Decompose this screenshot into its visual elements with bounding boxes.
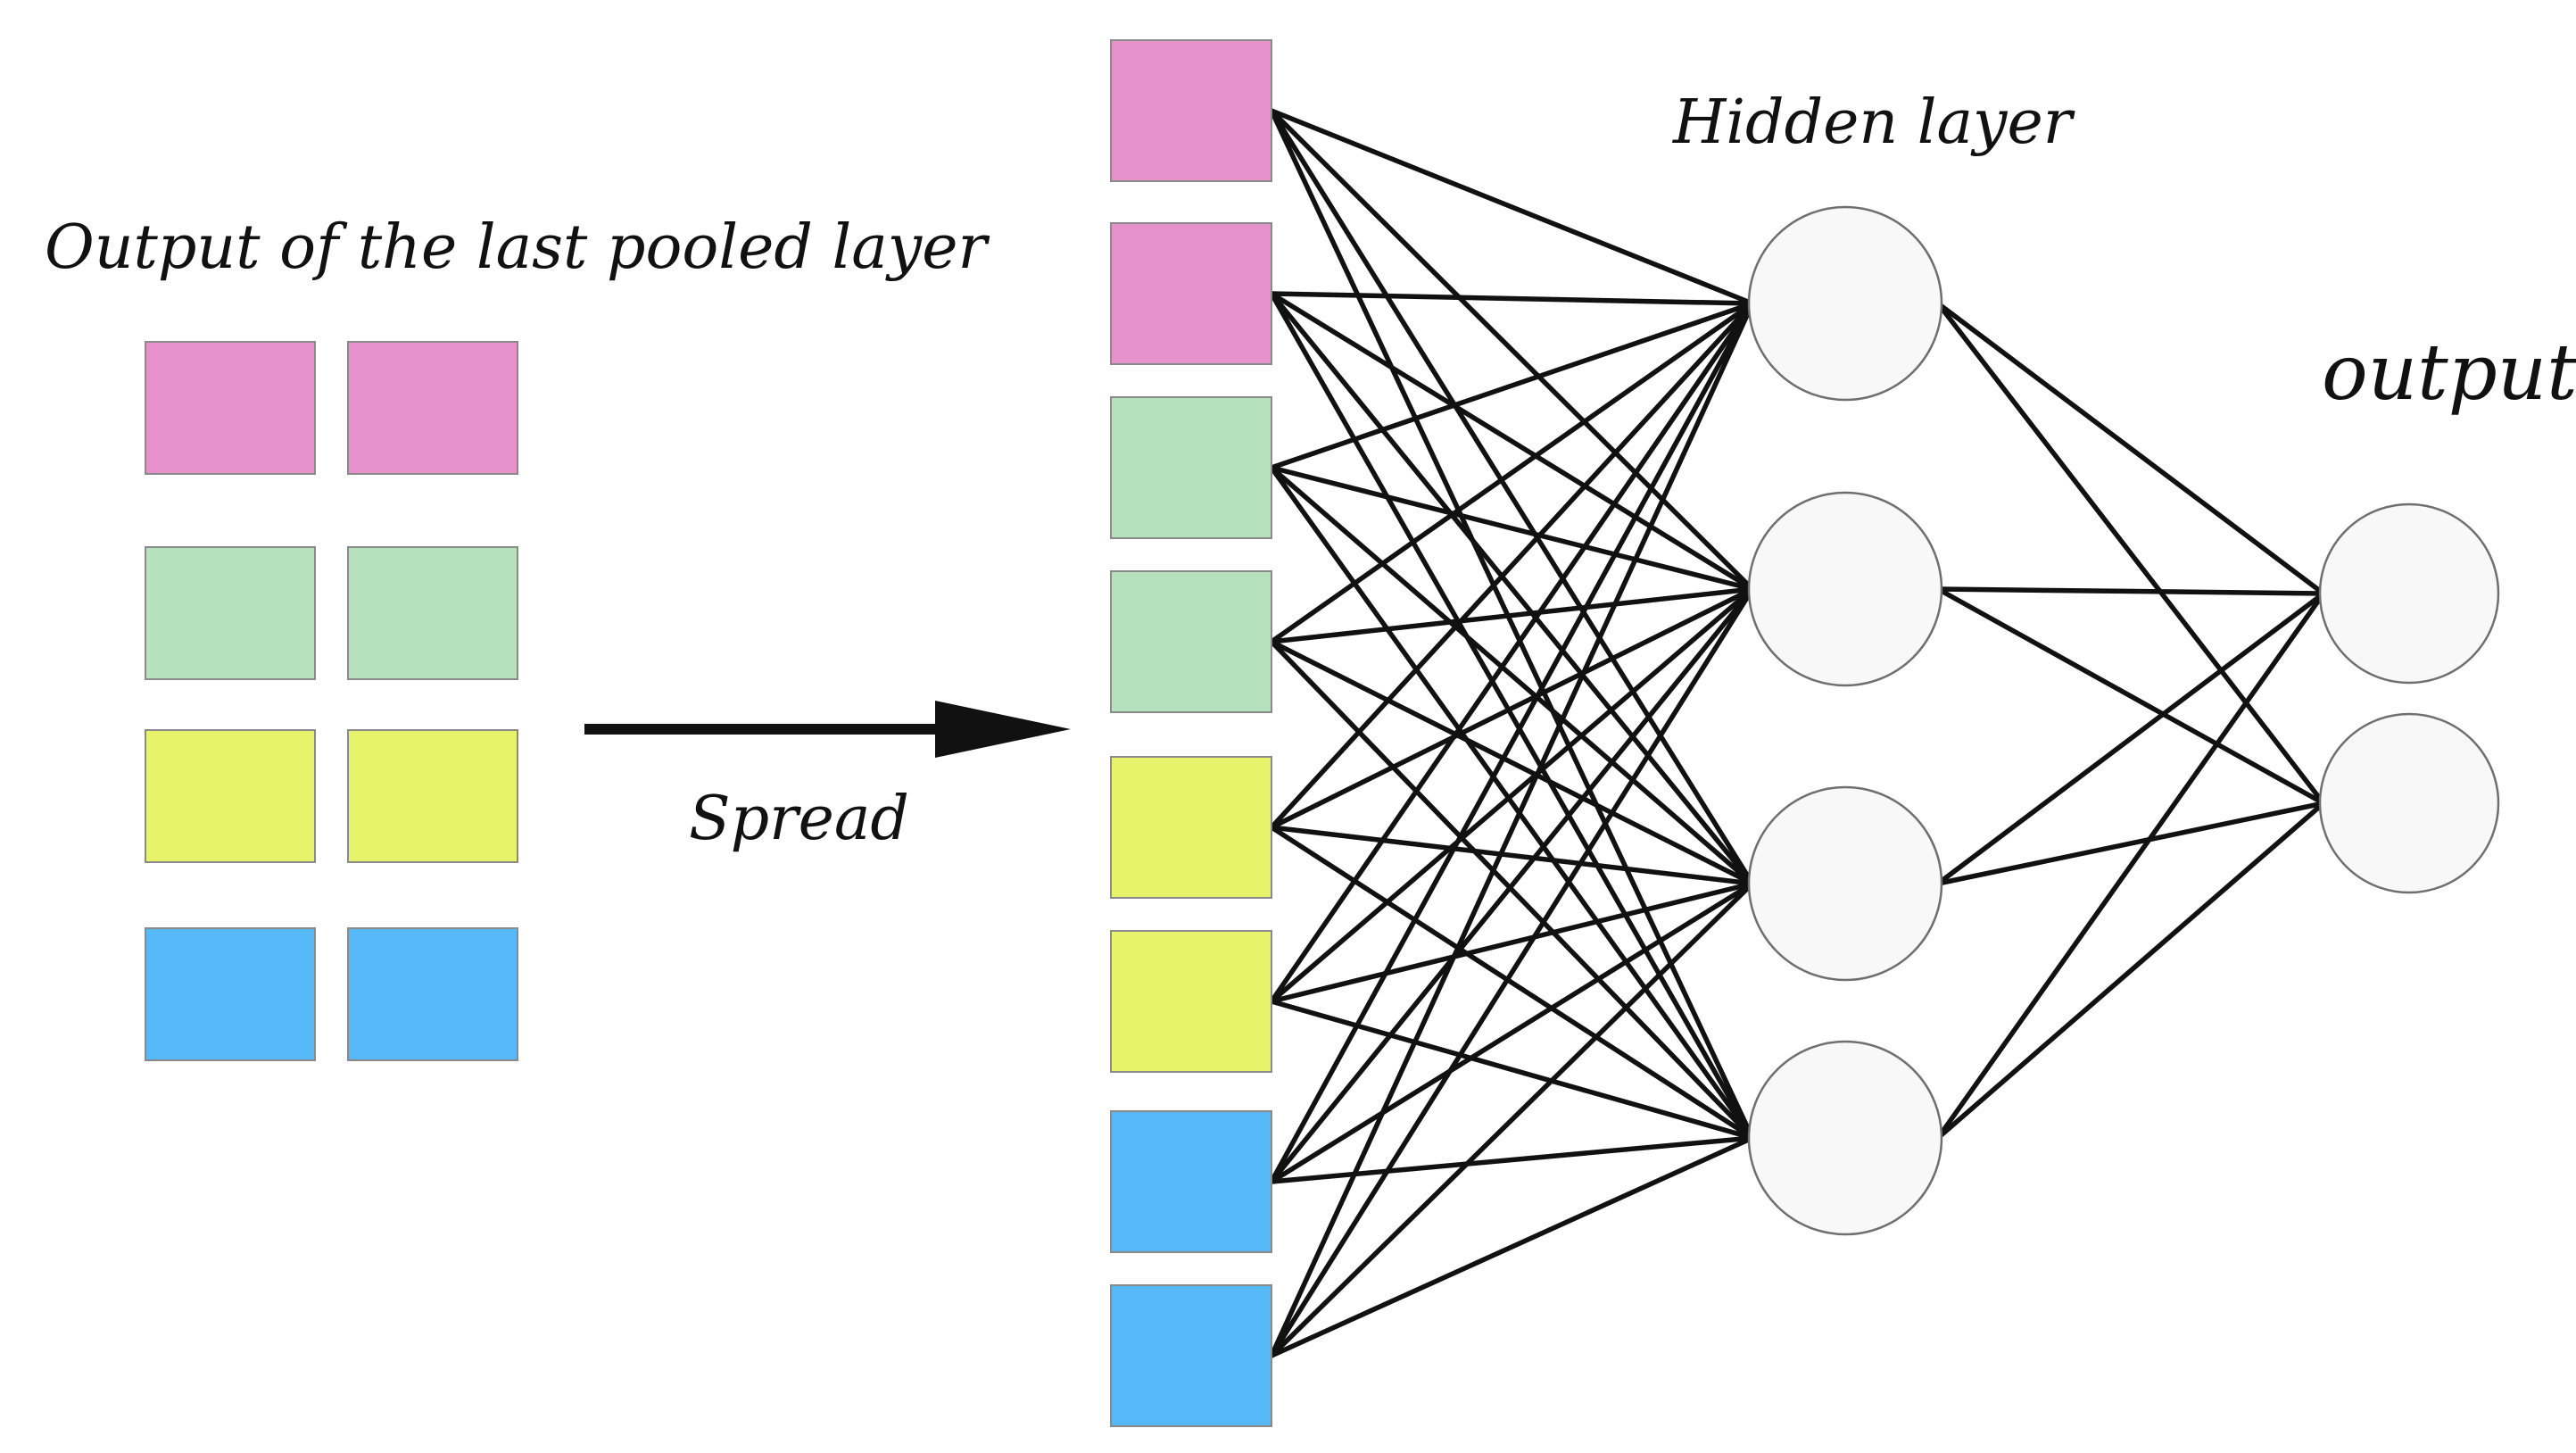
flattened-cell bbox=[1110, 1110, 1272, 1253]
connection-edge bbox=[1935, 301, 2326, 596]
connection-edge bbox=[1269, 881, 1755, 1004]
pooled-cell bbox=[145, 546, 316, 680]
flattened-vector bbox=[1110, 39, 1272, 1427]
connection-edge bbox=[1269, 586, 1755, 1004]
connection-edge bbox=[1269, 465, 1755, 1141]
connection-edge bbox=[1935, 801, 2326, 1141]
flattened-cell bbox=[1110, 570, 1272, 713]
connection-edge bbox=[1269, 881, 1755, 1184]
pooled-cell bbox=[347, 341, 518, 475]
spread-label: Spread bbox=[689, 784, 909, 854]
connection-edge bbox=[1269, 291, 1755, 1141]
connection-edge bbox=[1935, 586, 2326, 596]
pooled-cell bbox=[145, 927, 316, 1061]
flattened-cell bbox=[1110, 396, 1272, 539]
connection-edge bbox=[1269, 639, 1755, 886]
connection-edge bbox=[1269, 881, 1755, 1358]
hidden-node bbox=[1747, 1040, 1943, 1236]
connection-edge bbox=[1935, 591, 2326, 886]
connection-edge bbox=[1269, 291, 1755, 886]
pooled-cell bbox=[347, 546, 518, 680]
connection-edge bbox=[1269, 301, 1755, 1004]
connection-edge bbox=[1269, 108, 1755, 592]
flattened-cell bbox=[1110, 930, 1272, 1073]
spread-arrow bbox=[584, 701, 1071, 758]
connection-edge bbox=[1269, 1135, 1755, 1184]
input-hidden-connections bbox=[1269, 108, 1755, 1358]
pooled-cell bbox=[145, 729, 316, 863]
connection-edge bbox=[1269, 825, 1755, 1141]
connection-edge bbox=[1269, 586, 1755, 1358]
hidden-node bbox=[1747, 491, 1943, 687]
connection-edge bbox=[1269, 108, 1755, 886]
hidden-layer-title: Hidden layer bbox=[1671, 87, 2075, 158]
output-title: output bbox=[2322, 328, 2576, 418]
connection-edge bbox=[1269, 465, 1755, 592]
connection-edge bbox=[1269, 586, 1755, 644]
output-node bbox=[2318, 502, 2500, 685]
connection-edge bbox=[1269, 1135, 1755, 1358]
pooled-layer-grid bbox=[145, 341, 518, 1061]
connection-edge bbox=[1269, 301, 1755, 1184]
connection-edge bbox=[1935, 801, 2326, 886]
connection-edge bbox=[1269, 301, 1755, 644]
pooled-cell bbox=[347, 927, 518, 1061]
pooled-cell bbox=[347, 729, 518, 863]
hidden-node bbox=[1747, 785, 1943, 982]
pooled-cell bbox=[145, 341, 316, 475]
connection-edge bbox=[1269, 291, 1755, 592]
flattened-cell bbox=[1110, 756, 1272, 899]
hidden-node bbox=[1747, 205, 1943, 402]
connection-edge bbox=[1269, 586, 1755, 1184]
connection-edge bbox=[1269, 825, 1755, 886]
connection-edge bbox=[1269, 586, 1755, 830]
connection-edge bbox=[1269, 999, 1755, 1141]
flattened-cell bbox=[1110, 1284, 1272, 1427]
connection-edge bbox=[1269, 301, 1755, 470]
pooled-layer-title: Output of the last pooled layer bbox=[45, 212, 990, 283]
connection-edge bbox=[1269, 108, 1755, 306]
connection-edge bbox=[1269, 301, 1755, 1358]
output-layer-nodes bbox=[2318, 502, 2500, 894]
connection-edge bbox=[1935, 586, 2326, 806]
hidden-layer-nodes bbox=[1747, 205, 1943, 1236]
connection-edge bbox=[1269, 465, 1755, 886]
hidden-output-connections bbox=[1935, 301, 2326, 1141]
output-node bbox=[2318, 712, 2500, 894]
connection-edge bbox=[1935, 301, 2326, 806]
connection-edge bbox=[1935, 591, 2326, 1141]
connection-edge bbox=[1269, 639, 1755, 1141]
flattened-cell bbox=[1110, 39, 1272, 182]
connection-edge bbox=[1269, 108, 1755, 1141]
connection-edge bbox=[1269, 291, 1755, 306]
connection-edge bbox=[1269, 301, 1755, 830]
flattened-cell bbox=[1110, 222, 1272, 365]
